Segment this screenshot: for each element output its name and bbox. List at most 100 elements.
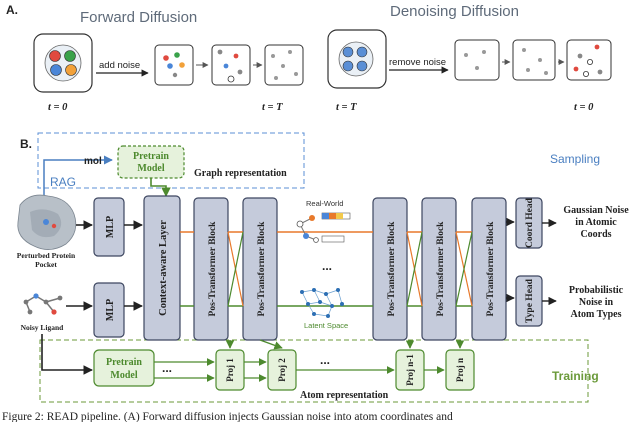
noisy-atom: [223, 63, 229, 69]
mlp-block-pocket: [93, 197, 125, 257]
type-head-label: Type Head: [525, 278, 535, 323]
rag-arrow: [43, 155, 113, 198]
pretrain-model-training: [93, 349, 155, 387]
proj-n: [445, 349, 475, 391]
atom-red: [49, 50, 61, 62]
denoise-state-2: [512, 39, 556, 81]
latent-space-label: Latent Space: [304, 321, 348, 330]
graph-representation-label: Graph representation: [194, 168, 287, 179]
forward-state-2: [211, 44, 251, 86]
noisy-atom: [174, 52, 180, 58]
ligand-to-pretrain-arrow: [41, 334, 93, 375]
atom-blue: [356, 60, 368, 72]
coord-head-label: Coord Head: [525, 197, 535, 248]
pos-transformer-label: Pos-Transformer Block: [387, 221, 397, 317]
pos-transformer-label: Pos-Transformer Block: [208, 221, 218, 317]
noise-point: [526, 68, 530, 72]
perturbed-pocket-label: Pocket: [35, 260, 57, 269]
proj-label: Proj n-1: [405, 354, 415, 386]
gaussian-noise-label: Gaussian Noise: [563, 205, 629, 216]
proj-label: Proj 2: [277, 358, 287, 382]
probabilistic-noise-label: Atom Types: [570, 309, 621, 320]
noisy-atom: [587, 59, 594, 66]
tT-right-label: t = T: [336, 102, 357, 113]
noise-point: [281, 64, 285, 68]
noisy-ligand-label: Noisy Ligand: [21, 323, 65, 332]
atom-blue: [50, 64, 62, 76]
proj-2: [267, 349, 297, 391]
forward-state-1: [154, 44, 194, 86]
dots: ...: [322, 259, 332, 273]
remove-noise-label: remove noise: [389, 57, 446, 68]
mol-label: mol: [84, 156, 102, 167]
noisy-ligand-image: [23, 293, 63, 315]
noisy-atom: [577, 53, 583, 59]
pos-transformer-block-4: [421, 197, 457, 341]
noise-point: [274, 76, 278, 80]
forward-diffusion-title: Forward Diffusion: [80, 9, 197, 26]
mlp-label: MLP: [105, 216, 116, 238]
proj-1: [215, 349, 245, 391]
flow-cross: [406, 231, 423, 307]
gaussian-noise-label: Coords: [580, 229, 611, 240]
atom-blue: [356, 46, 368, 58]
probabilistic-noise-label: Noise in: [579, 297, 614, 308]
atom-representation-label: Atom representation: [300, 390, 389, 401]
pos-transformer-label: Pos-Transformer Block: [436, 221, 446, 317]
noisy-atom: [583, 71, 590, 78]
noise-point: [544, 71, 548, 75]
rag-label: RAG: [50, 175, 76, 189]
pretrain-model-label: Pretrain: [106, 357, 142, 368]
real-world-label: Real-World: [306, 199, 343, 208]
t0-right-label: t = 0: [574, 102, 594, 113]
figure-caption: Figure 2: READ pipeline. (A) Forward dif…: [2, 411, 453, 422]
gaussian-noise-label: in Atomic: [575, 217, 617, 228]
proj-label: Proj n: [455, 358, 465, 382]
pos-transformer-block-1: [193, 197, 229, 341]
noise-point: [475, 66, 479, 70]
mlp-label: MLP: [105, 299, 116, 321]
block-to-proj-arrow: [259, 339, 283, 350]
atom-blob: [44, 44, 82, 82]
noisy-atom: [573, 66, 579, 72]
real-world-graph-icon: [296, 212, 351, 243]
pos-transformer-block-5: [471, 197, 507, 341]
atom-green: [64, 50, 76, 62]
atom-orange: [65, 64, 77, 76]
pretrain-model-label: Pretrain: [133, 151, 169, 162]
probabilistic-noise-label: Probabilistic: [569, 285, 624, 296]
noisy-atom: [237, 69, 243, 75]
noisy-atom: [217, 49, 223, 55]
t0-left-label: t = 0: [48, 102, 68, 113]
dots: ...: [162, 361, 172, 375]
flow-cross: [455, 231, 473, 307]
graph-rep-arrow: [150, 178, 171, 197]
training-label: Training: [552, 369, 599, 383]
panel-b-label: B.: [20, 137, 32, 151]
noise-point: [288, 50, 292, 54]
denoising-diffusion-title: Denoising Diffusion: [390, 3, 519, 20]
proj-n-1: [395, 349, 425, 391]
dots: ...: [320, 353, 330, 367]
atom-blue: [342, 46, 354, 58]
noisy-atom: [179, 62, 185, 68]
panel-a-label: A.: [6, 3, 18, 17]
noisy-atom: [167, 63, 173, 69]
context-aware-layer: [143, 195, 181, 341]
proj-label: Proj 1: [225, 358, 235, 382]
atom-blob: [338, 41, 374, 77]
atom-blue: [342, 60, 354, 72]
noise-point: [294, 72, 298, 76]
latent-space-graph-icon: [300, 288, 344, 318]
training-region: [39, 339, 589, 403]
noise-point: [522, 48, 526, 52]
noisy-atom: [172, 72, 178, 78]
noisy-atom: [163, 55, 169, 61]
noise-point: [271, 54, 275, 58]
sampling-label: Sampling: [550, 152, 600, 166]
noisy-atom: [594, 44, 600, 50]
noisy-atom: [233, 53, 239, 59]
pretrain-model-label: Model: [110, 370, 137, 381]
noisy-atom: [597, 69, 603, 75]
